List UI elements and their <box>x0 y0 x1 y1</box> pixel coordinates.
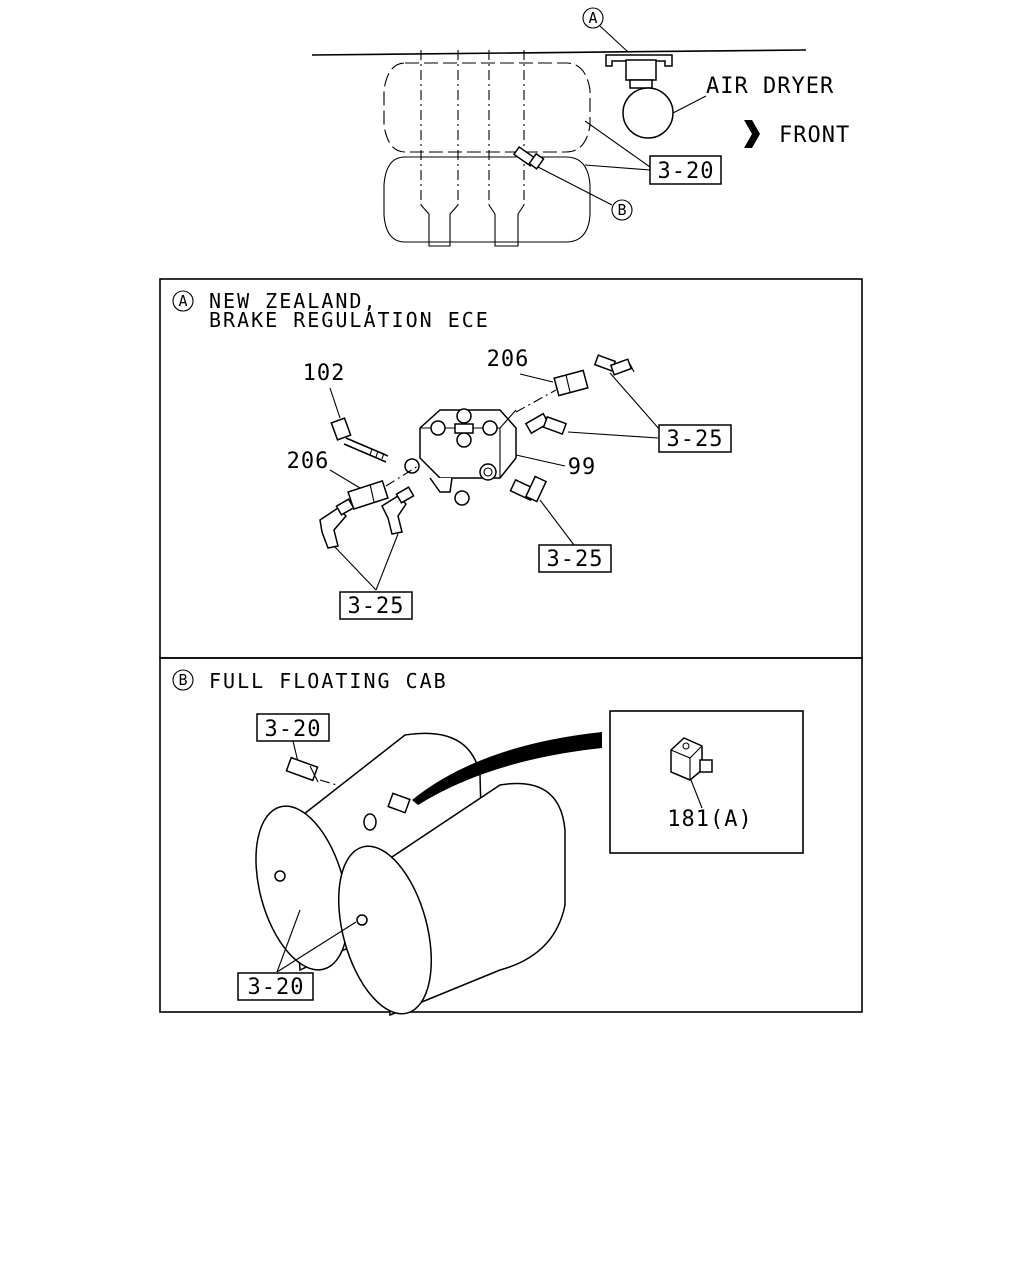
inset-leader <box>412 732 602 805</box>
drain-valve-fitting <box>512 145 545 170</box>
panel-b-frame <box>159 657 863 1013</box>
callout-b-marker <box>611 199 633 221</box>
part-206-left-label: 206 <box>287 449 330 474</box>
drain-boss <box>363 792 411 831</box>
callout-b-letter: B <box>617 201 626 219</box>
front-arrow-icon <box>744 120 760 148</box>
elbow-fitting-left-b <box>381 486 415 535</box>
part-99-label: 99 <box>568 455 597 480</box>
callout-a-letter: A <box>588 9 597 27</box>
elbow-fitting-upper-right <box>593 354 635 376</box>
ref-right-upper-text: 3-25 <box>667 427 724 452</box>
air-dryer-label: AIR DRYER <box>706 74 834 99</box>
front-air-tank <box>337 782 566 1017</box>
panel-a-marker-letter: A <box>178 292 187 310</box>
part-206-top-label: 206 <box>487 347 530 372</box>
elbow-fitting-middle <box>524 412 568 436</box>
air-dryer <box>622 87 674 139</box>
ref-box-fitting <box>256 713 330 742</box>
ref-box-right-upper <box>658 424 732 453</box>
ref-left-text: 3-25 <box>348 594 405 619</box>
callout-a-marker <box>582 7 604 29</box>
ref-right-lower-text: 3-25 <box>547 547 604 572</box>
panel-a-title-line1: NEW ZEALAND, <box>209 289 378 313</box>
upper-air-tank <box>383 62 591 153</box>
ref-tanks-text: 3-20 <box>248 975 305 1000</box>
top-view: AIR DRYER FRONT A B 3-20 <box>311 7 850 247</box>
panel-b: B FULL FLOATING CAB 3-20 <box>159 657 863 1017</box>
panel-a-marker <box>172 290 194 312</box>
front-label: FRONT <box>779 123 850 148</box>
part-181a-label: 181(A) <box>667 807 752 832</box>
ref-box-left <box>339 591 413 620</box>
fitting-206-top <box>553 369 589 397</box>
fitting-181a <box>670 737 713 781</box>
ref-box-tanks <box>237 972 314 1001</box>
panel-a: A NEW ZEALAND, BRAKE REGULATION ECE 102 <box>159 278 863 659</box>
lower-air-tank <box>383 156 591 243</box>
elbow-fitting-lower-right <box>509 475 548 503</box>
panel-b-marker <box>172 669 194 691</box>
panel-a-title-line2: BRAKE REGULATION ECE <box>209 308 490 332</box>
panel-a-frame <box>159 278 863 659</box>
panel-b-title: FULL FLOATING CAB <box>209 669 448 693</box>
elbow-fitting-left-a <box>319 498 355 549</box>
bolt-102 <box>330 417 389 463</box>
part-102-label: 102 <box>303 361 346 386</box>
inset-box <box>609 710 804 854</box>
air-dryer-bracket <box>605 54 673 89</box>
fitting-206-left <box>347 479 389 511</box>
ref-fitting-text: 3-20 <box>265 717 322 742</box>
ref-tank-text: 3-20 <box>658 159 715 184</box>
drain-cock <box>285 756 319 783</box>
ref-box-right-lower <box>538 544 612 573</box>
ref-box-tank <box>649 155 722 185</box>
valve-99 <box>404 408 517 506</box>
panel-b-marker-letter: B <box>178 671 187 689</box>
frame-line <box>311 49 807 56</box>
